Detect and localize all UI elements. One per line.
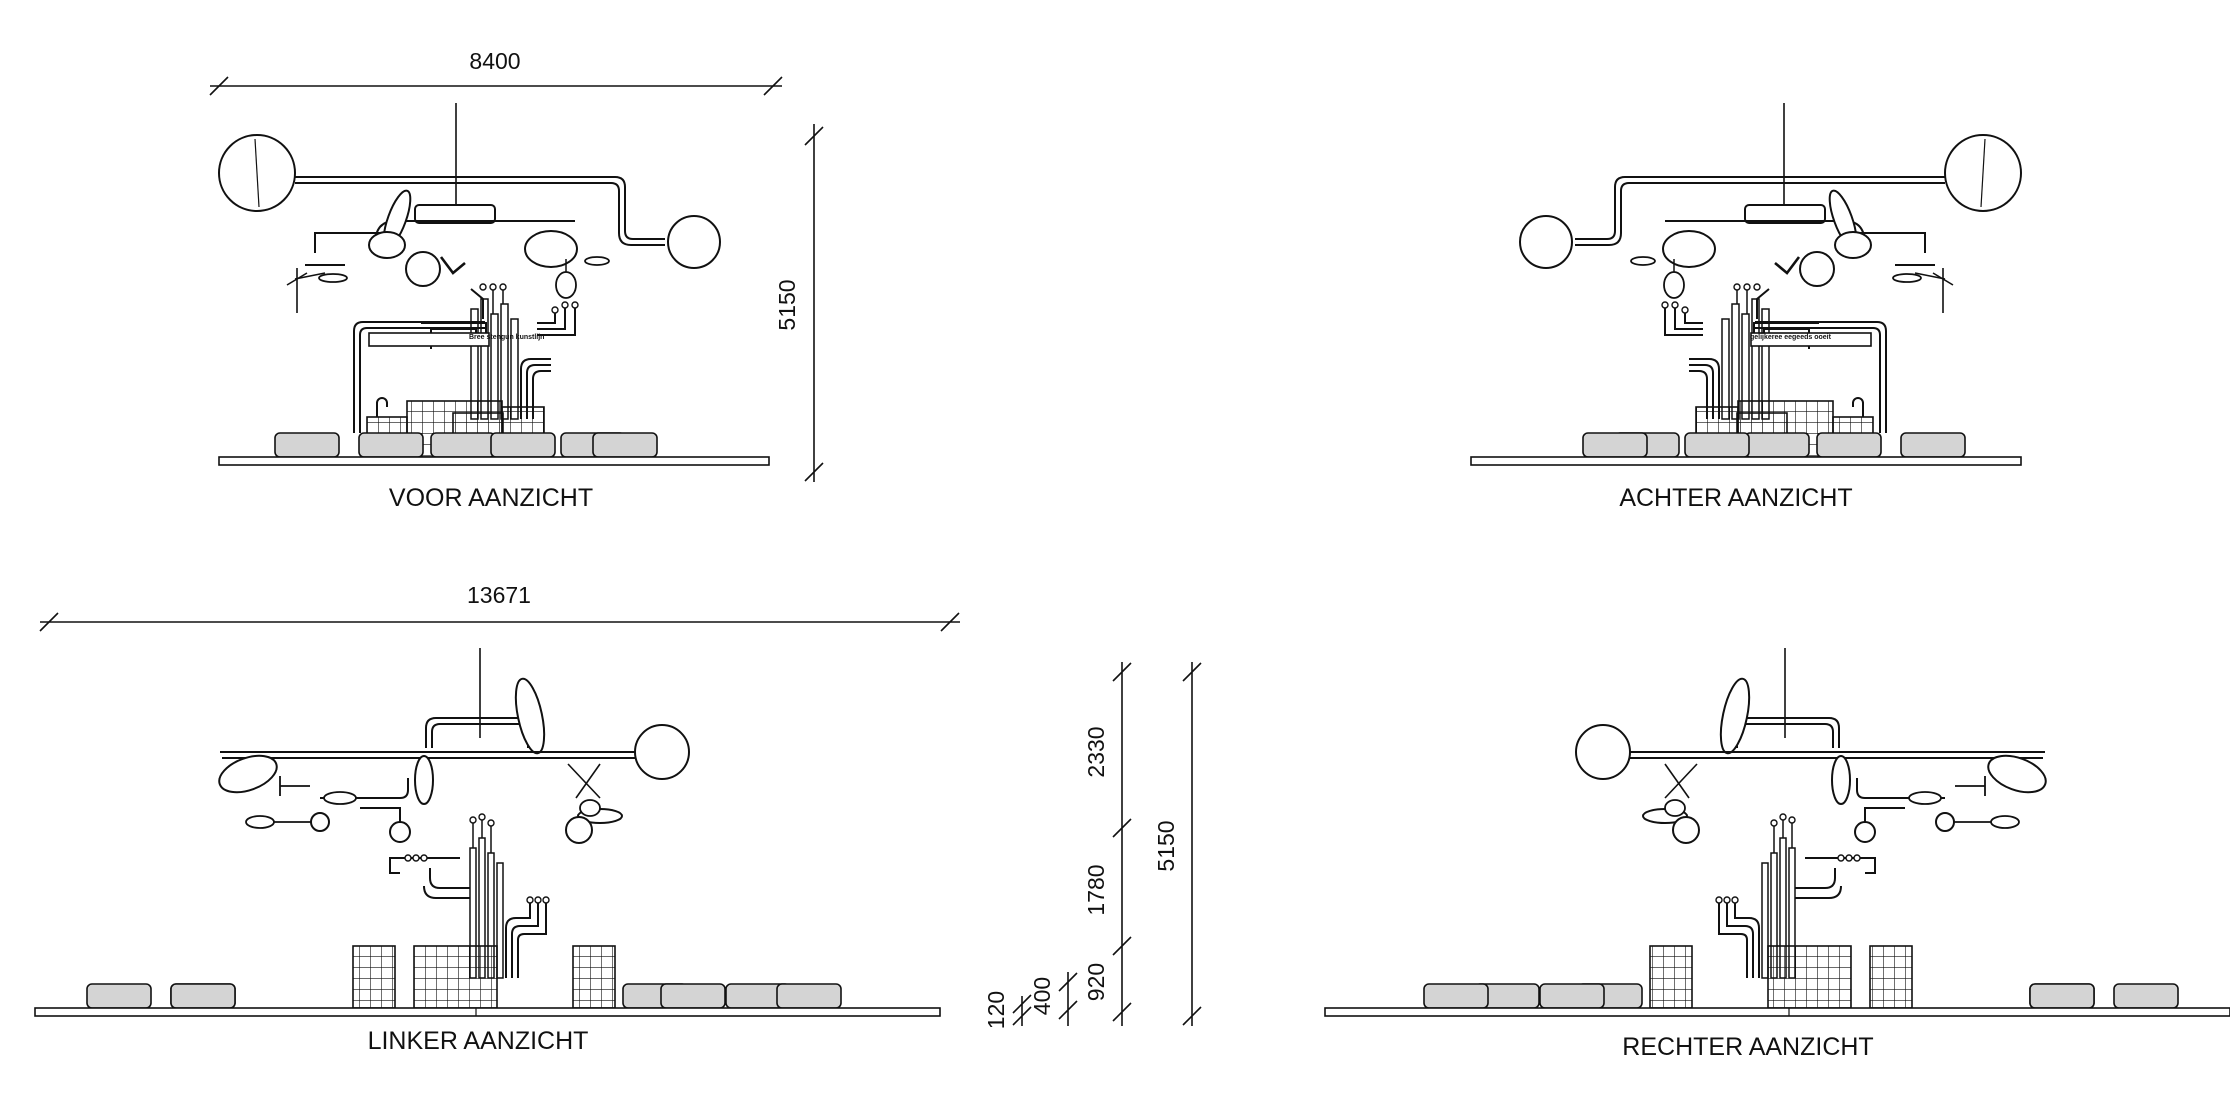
- dimension-height-bottom-label: 5150: [1153, 820, 1179, 871]
- dimension-chain: 2330 1780 920 400 120: [983, 662, 1132, 1029]
- back-elevation-graphic: [1471, 103, 2021, 465]
- right-elevation-graphic: [1325, 648, 2230, 1016]
- dimension-height-bottom: 5150: [1153, 662, 1202, 1026]
- dimension-height-top-label: 5150: [774, 279, 800, 330]
- front-view-title: VOOR AANZICHT: [389, 484, 593, 512]
- view-back: gelijkeree eegeeds ooeit ACHTER AANZICHT: [1471, 103, 2021, 512]
- dimension-width-bottom: 13671: [39, 582, 960, 632]
- dimension-width-bottom-label: 13671: [467, 582, 531, 608]
- segment-5-label: 120: [983, 991, 1009, 1029]
- view-right: RECHTER AANZICHT: [1325, 648, 2230, 1061]
- front-sign-text: Bree stengun kunstlijn: [469, 334, 544, 341]
- view-left: LINKER AANZICHT: [35, 648, 940, 1055]
- segment-2-label: 1780: [1083, 864, 1109, 915]
- view-front: Bree stengun kunstlijn VOOR AANZICHT: [219, 103, 769, 512]
- left-view-title: LINKER AANZICHT: [368, 1027, 589, 1055]
- segment-3-label: 920: [1083, 963, 1109, 1001]
- dimension-width-top: 8400: [209, 48, 783, 96]
- back-sign-text: gelijkeree eegeeds ooeit: [1750, 334, 1832, 341]
- left-elevation-graphic: [35, 648, 940, 1016]
- segment-4-label: 400: [1029, 977, 1055, 1015]
- back-view-title: ACHTER AANZICHT: [1619, 484, 1852, 512]
- dimension-height-top: 5150: [774, 124, 824, 482]
- dimension-width-top-label: 8400: [469, 48, 520, 74]
- front-elevation-graphic: [219, 103, 769, 465]
- right-view-title: RECHTER AANZICHT: [1622, 1033, 1873, 1061]
- segment-1-label: 2330: [1083, 726, 1109, 777]
